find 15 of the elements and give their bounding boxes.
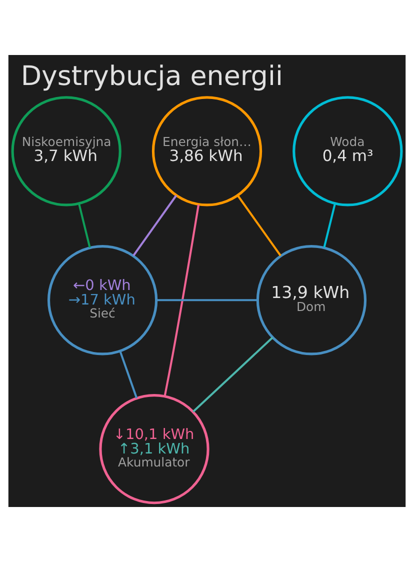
connector: [323, 203, 336, 248]
node-circle: ↓10,1 kWh ↑3,1 kWh Akumulator: [99, 394, 210, 504]
node-circle: Niskoemisyjna 3,7 kWh: [11, 96, 122, 206]
node-circle: Energia słon… 3,86 kWh: [152, 96, 262, 206]
connector: [236, 194, 282, 256]
connector: [164, 204, 200, 396]
connector: [119, 350, 138, 398]
node-circle: 13,9 kWh Dom: [256, 245, 367, 356]
connector: [192, 336, 274, 412]
diagram-title: Dystrybucja energii: [20, 60, 283, 92]
node-circle: Woda 0,4 m³: [292, 96, 403, 206]
connector: [132, 194, 178, 256]
connector: [156, 299, 258, 302]
node-circle: ←0 kWh →17 kWh Sieć: [47, 245, 158, 356]
connector: [78, 203, 91, 248]
